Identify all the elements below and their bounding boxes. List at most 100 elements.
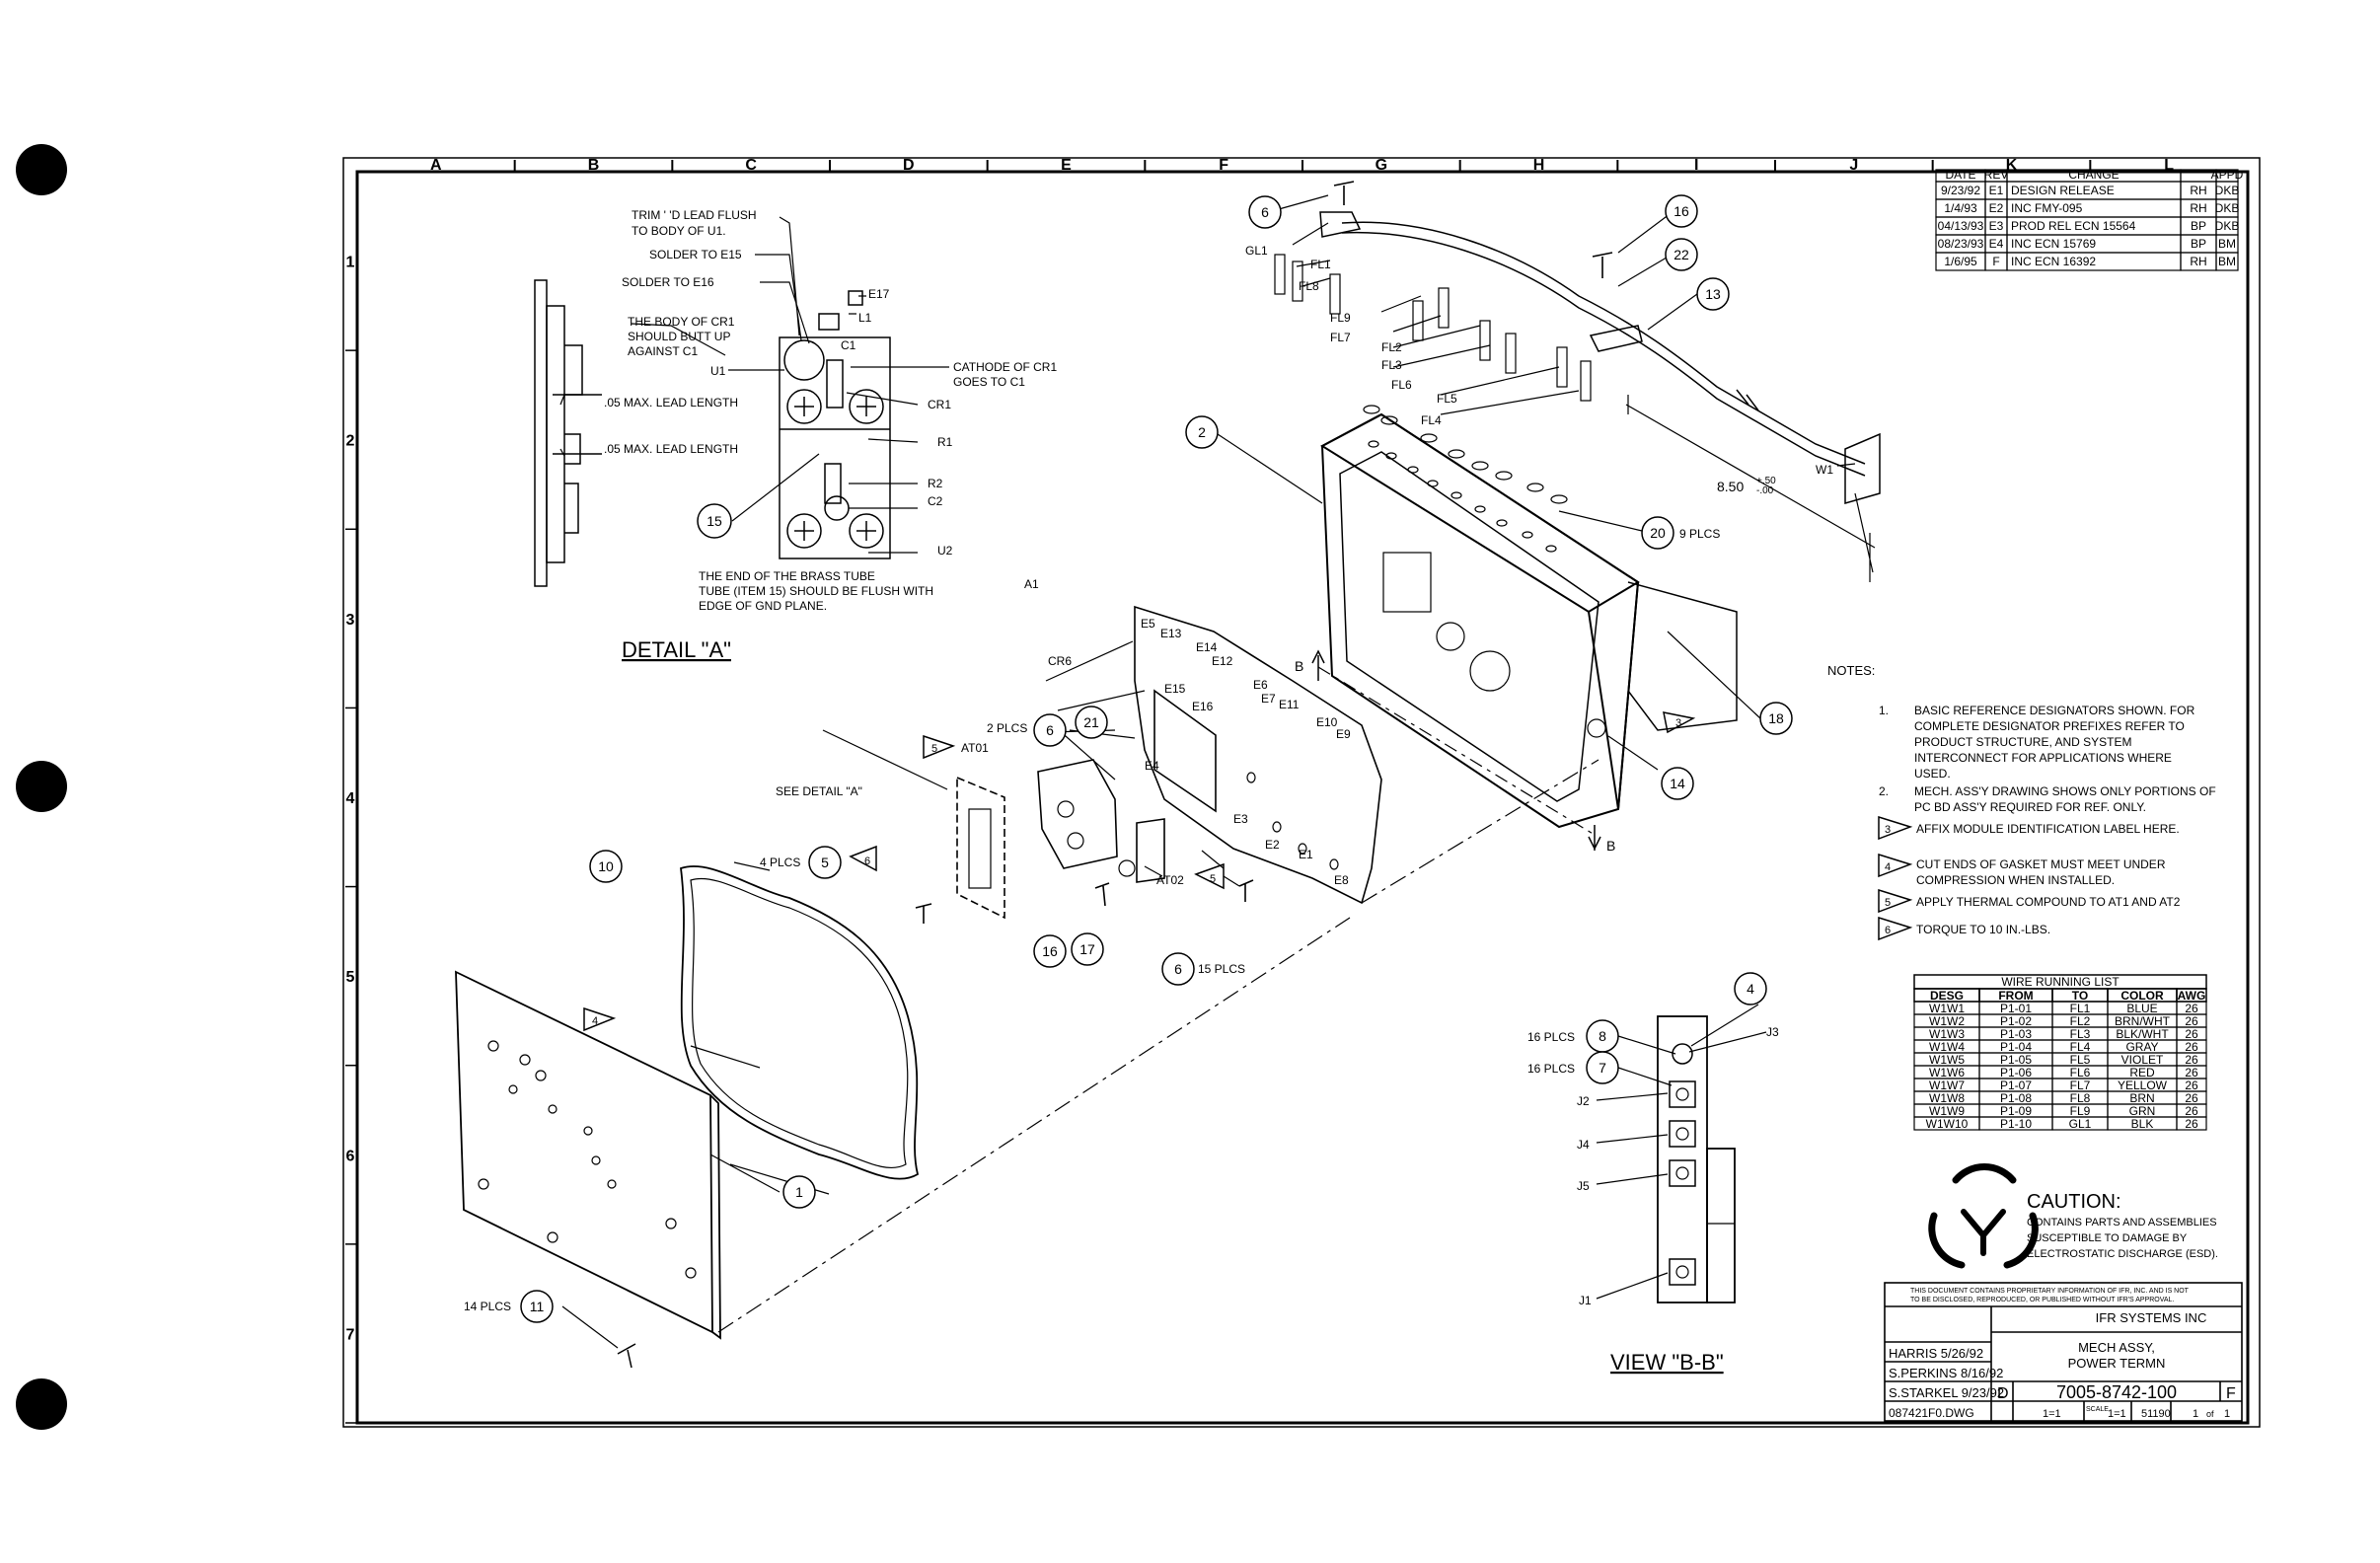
wire-list-cell-text: BLUE bbox=[2126, 1002, 2157, 1015]
revision-cell-text: 1/6/95 bbox=[1944, 255, 1977, 268]
label-e1: E1 bbox=[1299, 848, 1313, 861]
svg-text:17: 17 bbox=[1079, 941, 1095, 957]
cr1-component bbox=[826, 359, 844, 409]
connector-j2 bbox=[1669, 1080, 1696, 1108]
wire-harness bbox=[1341, 221, 1866, 465]
drawing-size: D bbox=[1997, 1385, 2009, 1402]
label-fl9: FL9 bbox=[1330, 311, 1351, 325]
screw-16-top bbox=[1592, 252, 1613, 278]
screw-16 bbox=[1094, 882, 1110, 907]
label-c2: C2 bbox=[928, 494, 943, 508]
notes-title: NOTES: bbox=[1827, 663, 1875, 678]
washers bbox=[1363, 405, 1568, 504]
board-outline bbox=[1134, 605, 1382, 905]
label-c1: C1 bbox=[841, 338, 856, 352]
mount-screw bbox=[849, 513, 884, 549]
revision-cell-text: RH bbox=[2190, 201, 2206, 215]
callout-14 bbox=[1661, 767, 1694, 800]
wire-list-cell-text: W1W1 bbox=[1929, 1002, 1965, 1015]
note-lead-length-1: .05 MAX. LEAD LENGTH bbox=[604, 396, 738, 409]
label-4-plcs: 4 PLCS bbox=[760, 856, 800, 869]
sheet-of: of bbox=[2206, 1409, 2214, 1419]
svg-text:16: 16 bbox=[1042, 943, 1058, 959]
leader-lines bbox=[559, 216, 949, 554]
wire-list-cell-text: YELLOW bbox=[2118, 1079, 2168, 1092]
row-marker: 2 bbox=[346, 433, 355, 450]
wire-list-header: TO bbox=[2072, 989, 2088, 1003]
view-bb-title: VIEW "B-B" bbox=[1610, 1350, 1724, 1375]
wire-list-cell-text: FL5 bbox=[2070, 1053, 2091, 1067]
label-b-bottom: B bbox=[1606, 838, 1615, 854]
revision-cell-text: E4 bbox=[1989, 237, 2004, 251]
punch-hole-bottom bbox=[16, 1378, 67, 1430]
housing-cavity bbox=[1339, 451, 1599, 802]
wire-list-header: COLOR bbox=[2120, 989, 2164, 1003]
view-bb-leaders bbox=[1596, 1004, 1767, 1300]
svg-text:7: 7 bbox=[1599, 1060, 1606, 1076]
revision-header-text: DATE bbox=[1945, 168, 1975, 182]
revision-cell-text: PROD REL ECN 15564 bbox=[2011, 219, 2136, 233]
callout-bubbles bbox=[520, 194, 1793, 1323]
note-1-number: 1. bbox=[1879, 704, 1889, 717]
label-e7: E7 bbox=[1261, 692, 1276, 706]
wire-list-cell-text: 26 bbox=[2185, 1117, 2198, 1131]
wire-list-header: DESG bbox=[1930, 989, 1964, 1003]
wire-list-cell-text: FL4 bbox=[2070, 1040, 2091, 1054]
label-j5: J5 bbox=[1577, 1179, 1590, 1193]
label-e3: E3 bbox=[1233, 812, 1248, 826]
svg-text:1: 1 bbox=[795, 1184, 803, 1200]
gasket-and-cover bbox=[455, 759, 1599, 1369]
wire-list-cell-text: 26 bbox=[2185, 1066, 2198, 1079]
gl1-lug bbox=[1319, 211, 1362, 238]
label-fl3: FL3 bbox=[1381, 358, 1402, 372]
wire-list-cell-text: 26 bbox=[2185, 1002, 2198, 1015]
approved-by: S.STARKEL 9/23/92 bbox=[1889, 1385, 2004, 1400]
housing-top-face bbox=[1320, 412, 1640, 614]
drawing-title-line2: POWER TERMN bbox=[2068, 1356, 2166, 1371]
label-e15: E15 bbox=[1164, 682, 1186, 696]
revision-cell-text: E2 bbox=[1989, 201, 2004, 215]
label-see-detail-a: SEE DETAIL "A" bbox=[776, 784, 862, 798]
cover-holes bbox=[478, 1040, 697, 1279]
note-5: APPLY THERMAL COMPOUND TO AT1 AND AT2 bbox=[1916, 895, 2181, 909]
svg-text:16: 16 bbox=[1673, 203, 1689, 219]
flag-6a-num: 6 bbox=[864, 856, 870, 867]
flag-4-num: 4 bbox=[592, 1015, 598, 1027]
flag-triangles bbox=[583, 711, 1696, 1032]
wire-list-cell-text: W1W2 bbox=[1929, 1014, 1965, 1028]
assembly-centerline bbox=[717, 759, 1599, 1333]
screw-6-top bbox=[1333, 181, 1355, 205]
mount-screw bbox=[786, 513, 822, 549]
row-marker: 4 bbox=[346, 790, 355, 807]
attenuator-port bbox=[1067, 832, 1084, 850]
side-profile-plate bbox=[546, 305, 565, 563]
callout-7 bbox=[1586, 1051, 1619, 1084]
general-notes: NOTES: 1. BASIC REFERENCE DESIGNATORS SH… bbox=[1827, 663, 2216, 941]
label-e13: E13 bbox=[1160, 627, 1182, 640]
wire-list-cell-text: W1W3 bbox=[1929, 1027, 1965, 1041]
callout-6-top bbox=[1248, 195, 1282, 229]
filter-holes bbox=[1368, 440, 1557, 553]
svg-text:4: 4 bbox=[1747, 981, 1754, 997]
wire-list-title: WIRE RUNNING LIST bbox=[2001, 975, 2120, 989]
label-fl7: FL7 bbox=[1330, 331, 1351, 344]
revision-header-text: APPD bbox=[2211, 168, 2244, 182]
mount-screw bbox=[849, 389, 884, 424]
connector-j1 bbox=[1669, 1258, 1696, 1286]
callout-2 bbox=[1185, 415, 1219, 449]
flag-4 bbox=[583, 1006, 617, 1032]
svg-text:22: 22 bbox=[1673, 247, 1689, 262]
filter-stacks bbox=[1274, 254, 1592, 402]
wire-list-header: FROM bbox=[1998, 989, 2033, 1003]
note-5-flag bbox=[1878, 888, 1913, 914]
